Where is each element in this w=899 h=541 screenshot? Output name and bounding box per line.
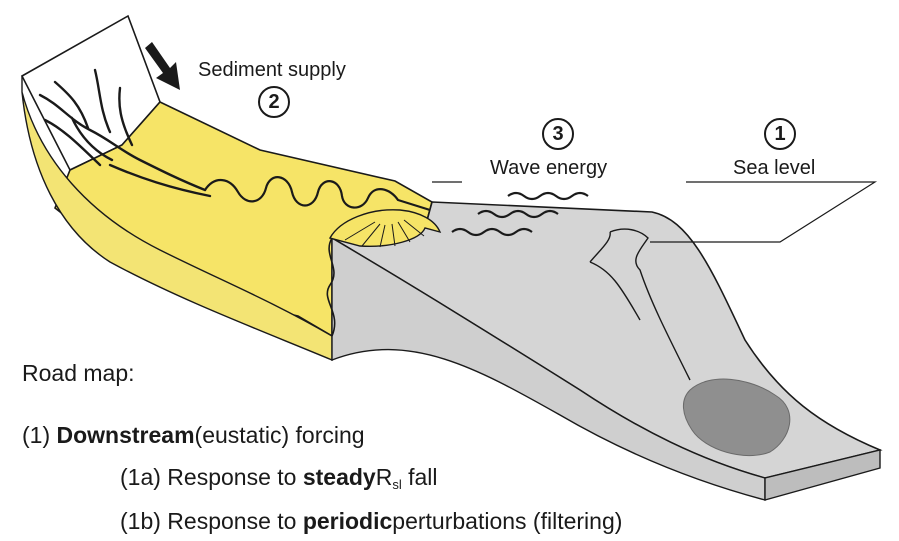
submarine-canyon [589,228,691,381]
sea-level-line [432,181,878,243]
delta-lobe [328,209,442,248]
item-1b-bold: periodic [302,508,393,534]
wave-symbols [451,191,589,237]
wave-energy-label: Wave energy [490,157,608,179]
item-1-rest: (eustatic) forcing [194,422,365,448]
item-1b-rest: perturbations (filtering) [392,508,623,534]
item-1a-var: R [375,464,393,490]
sediment-supply-label: Sediment supply [198,59,346,81]
sediment-arrow [145,42,180,90]
road-map-title: Road map: [22,360,135,386]
sea-level-number: 1 [764,118,796,150]
sea-level-label: Sea level [733,157,816,179]
item-1a-sub: sl [392,477,402,492]
sediment-supply-number: 2 [258,86,290,118]
item-1a-rest: fall [401,464,438,490]
item-1-bold: Downstream [56,422,195,448]
drainage-network [38,68,212,198]
wave-energy-number: 3 [542,118,574,150]
delta-distributaries [344,219,425,248]
meandering-river [204,176,431,212]
item-1a-bold: steady [302,464,376,490]
item-1b-prefix: (1b) Response to [120,508,303,534]
road-map-item-1a: (1a) Response to steadyRsl fall [120,464,438,492]
submarine-fan [683,378,791,456]
item-1a-prefix: (1a) Response to [120,464,303,490]
item-1-prefix: (1) [22,422,57,448]
basin-floor-edge [764,449,881,501]
shoreline-facies-boundary [326,237,336,337]
road-map-item-1: (1) Downstream(eustatic) forcing [22,424,365,447]
road-map-item-1b: (1b) Response to periodicperturbations (… [120,510,622,533]
